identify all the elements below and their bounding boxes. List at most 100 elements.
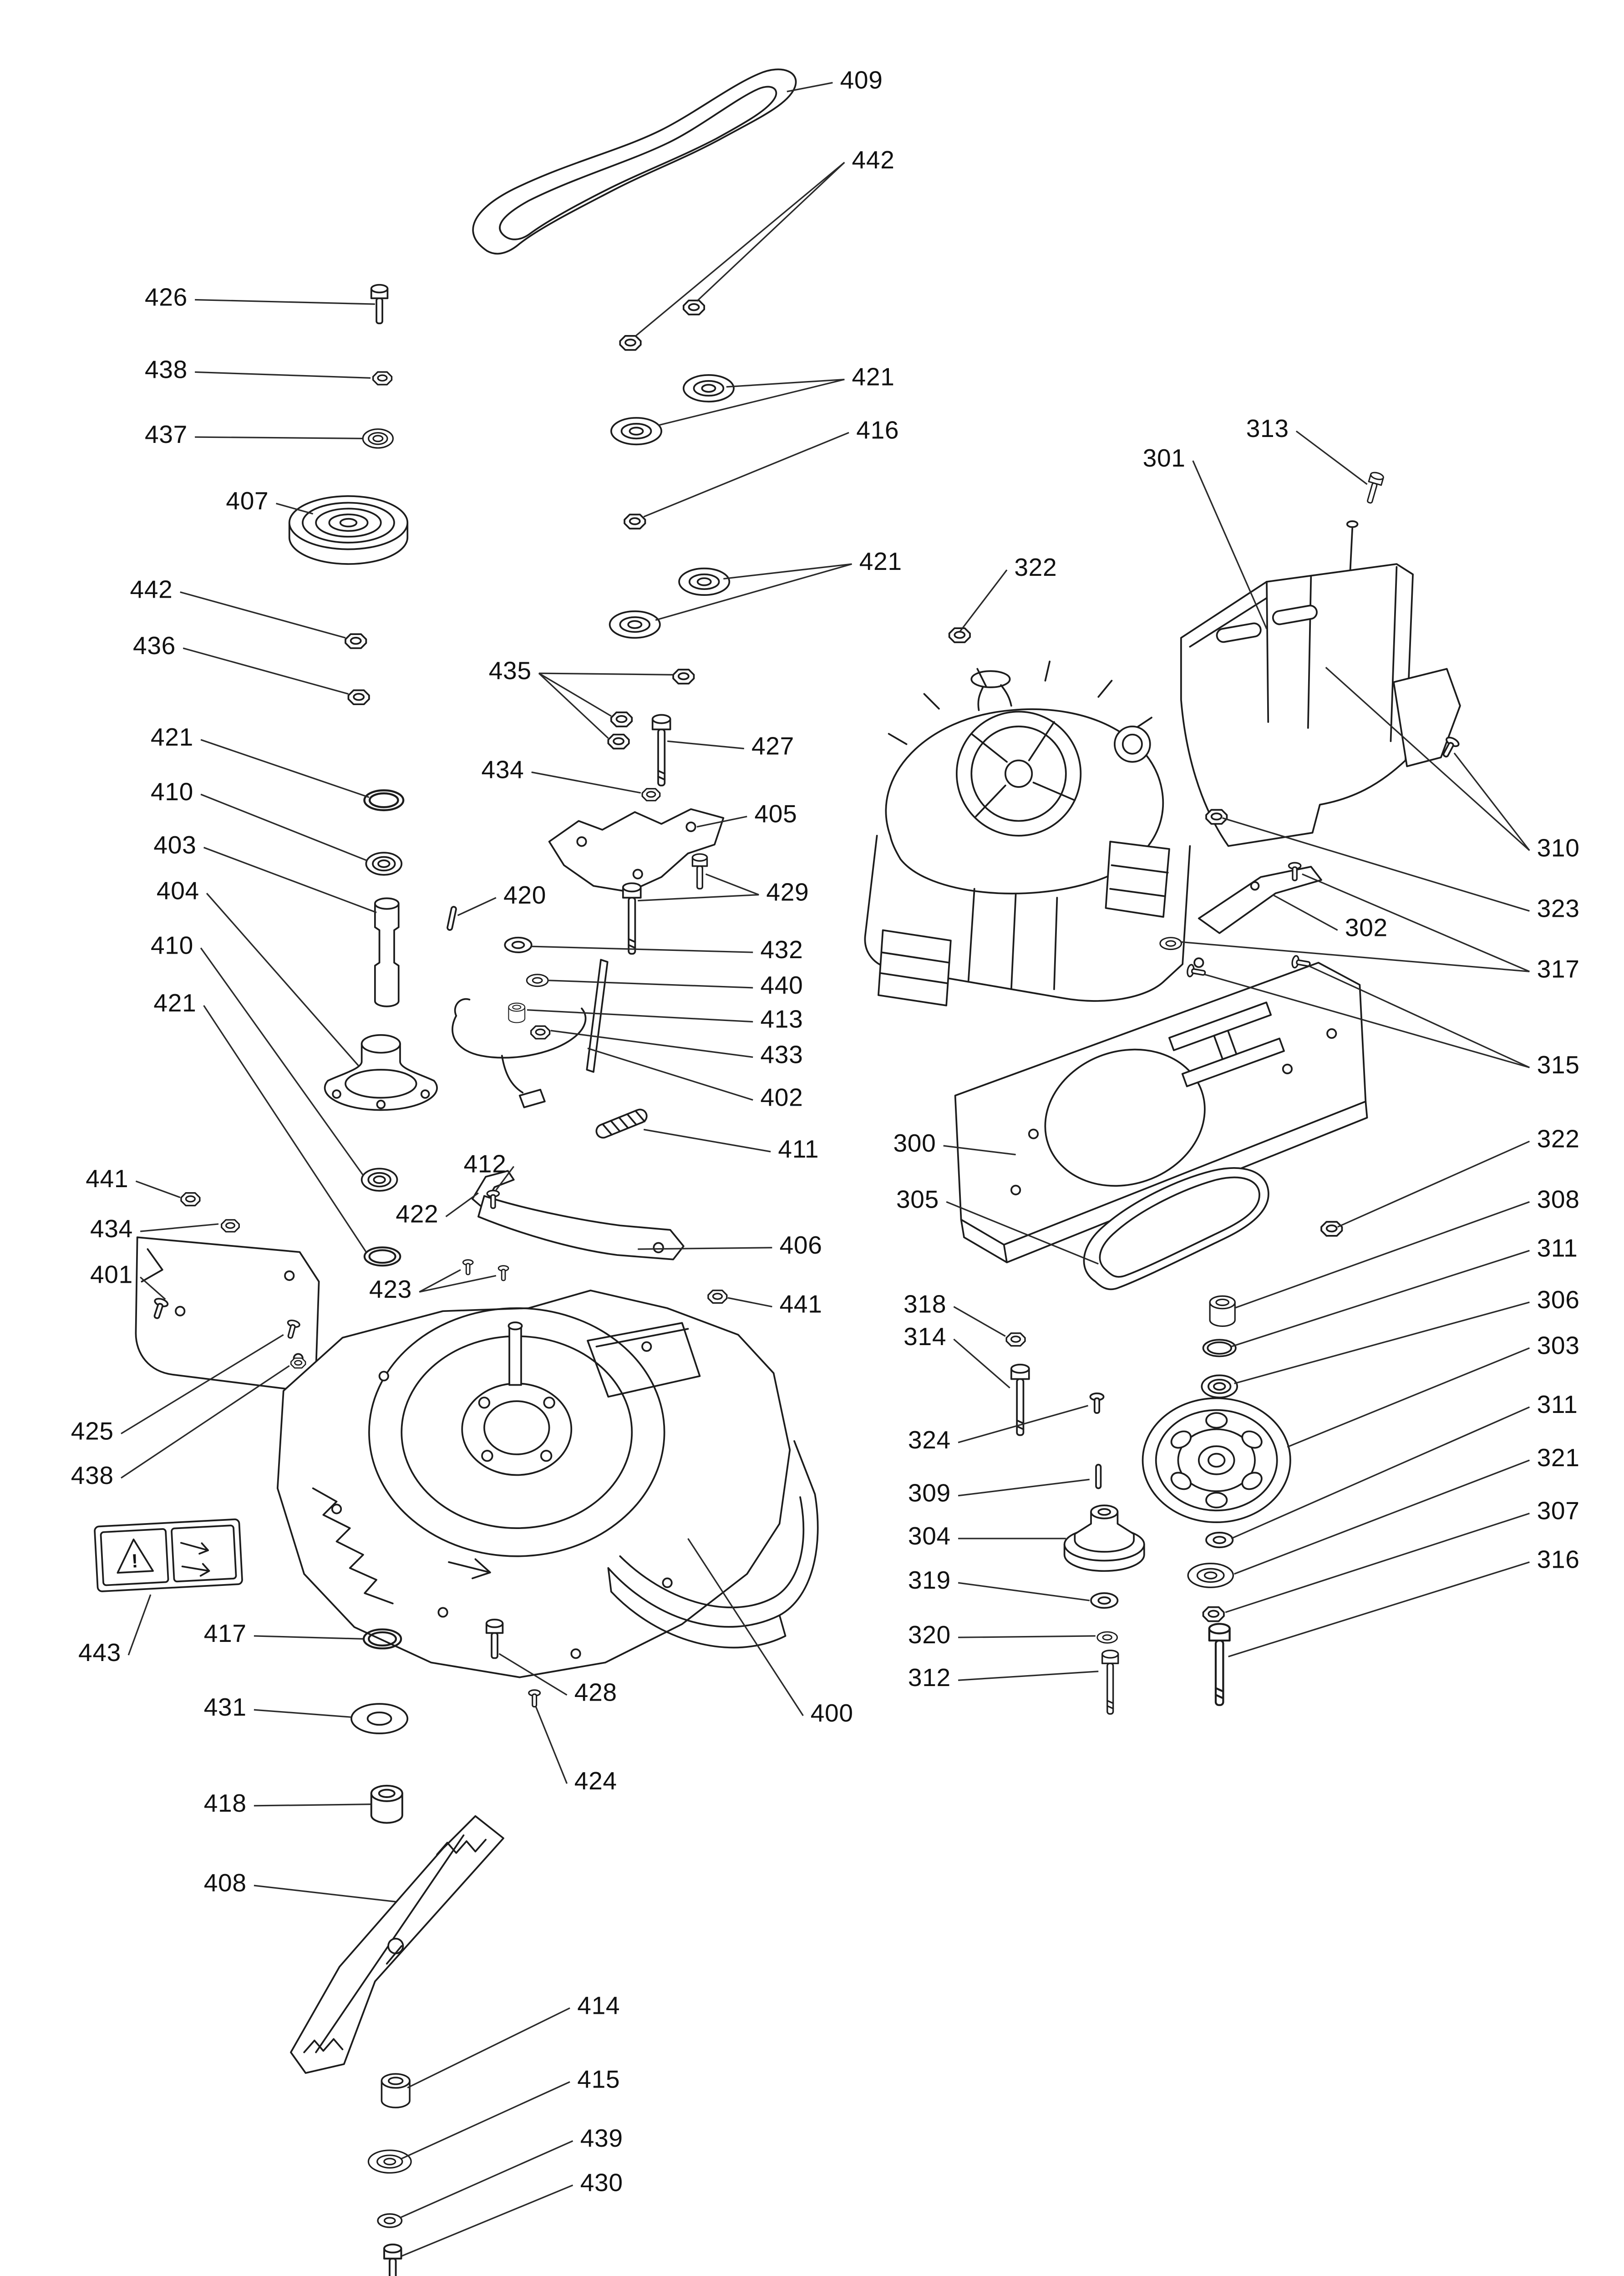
part-label-313: 313 — [1246, 415, 1289, 443]
part-label-435: 435 — [488, 657, 532, 686]
leader-line-316 — [1228, 1561, 1530, 1657]
leader-line-423 — [419, 1269, 461, 1293]
leader-line-324 — [958, 1405, 1088, 1443]
part-label-416: 416 — [856, 416, 899, 445]
part-label-409: 409 — [840, 66, 883, 95]
leader-line-439 — [400, 2140, 573, 2219]
leader-line-435 — [538, 672, 609, 739]
wire-guide-402 — [452, 998, 587, 1108]
part-label-304: 304 — [908, 1522, 951, 1550]
leader-line-421 — [726, 378, 845, 388]
belt-305 — [1083, 1167, 1269, 1290]
leader-line-414 — [407, 2007, 570, 2088]
spindle-housing-404 — [324, 1034, 438, 1111]
blade-408 — [290, 1815, 504, 2074]
part-label-402: 402 — [760, 1083, 803, 1112]
leader-line-433 — [550, 1030, 753, 1058]
leader-line-322 — [959, 569, 1008, 633]
leader-line-420 — [457, 897, 497, 916]
leader-line-307 — [1225, 1513, 1530, 1613]
part-label-429: 429 — [766, 878, 809, 907]
leader-line-407 — [276, 503, 314, 515]
leader-line-322 — [1337, 1140, 1530, 1228]
leader-line-426 — [195, 299, 375, 305]
part-label-426: 426 — [144, 283, 188, 312]
part-label-324: 324 — [908, 1426, 951, 1454]
leader-line-421 — [203, 1005, 367, 1253]
leader-line-432 — [531, 945, 753, 953]
part-label-316: 316 — [1537, 1546, 1580, 1574]
leader-line-413 — [527, 1009, 753, 1023]
leader-line-400 — [687, 1538, 804, 1716]
leader-line-421 — [658, 379, 845, 426]
bracket-302 — [1198, 866, 1322, 934]
part-label-307: 307 — [1537, 1497, 1580, 1525]
part-label-438: 438 — [144, 356, 188, 384]
warning-exclamation: ! — [131, 1550, 138, 1572]
leader-line-410 — [200, 793, 368, 862]
leader-line-418 — [254, 1804, 371, 1807]
pulley-407 — [288, 495, 409, 565]
part-label-311: 311 — [1537, 1391, 1578, 1419]
leader-line-301 — [1192, 460, 1268, 630]
part-label-410: 410 — [150, 778, 193, 807]
part-label-437: 437 — [144, 421, 188, 449]
part-label-422: 422 — [396, 1200, 439, 1229]
leader-line-310 — [1453, 752, 1530, 851]
leader-line-430 — [401, 2185, 573, 2257]
part-label-410: 410 — [150, 931, 193, 960]
part-label-433: 433 — [760, 1041, 803, 1069]
part-label-414: 414 — [577, 1992, 620, 2020]
leader-line-309 — [958, 1478, 1090, 1497]
part-label-421: 421 — [852, 363, 895, 391]
part-label-441: 441 — [86, 1165, 129, 1193]
part-label-423: 423 — [369, 1275, 412, 1304]
leader-line-321 — [1234, 1459, 1530, 1575]
leader-line-421 — [723, 563, 852, 580]
leader-line-416 — [643, 432, 849, 518]
part-label-303: 303 — [1537, 1331, 1580, 1360]
leader-line-302 — [1272, 894, 1338, 931]
leader-line-305 — [946, 1201, 1099, 1265]
part-label-440: 440 — [760, 971, 803, 1000]
leader-line-308 — [1234, 1201, 1530, 1309]
leader-line-431 — [254, 1709, 352, 1718]
leader-line-435 — [538, 672, 612, 717]
leader-line-300 — [943, 1145, 1016, 1156]
washer-431 — [350, 1703, 409, 1734]
part-label-309: 309 — [908, 1479, 951, 1508]
part-label-315: 315 — [1537, 1051, 1580, 1080]
part-label-434: 434 — [90, 1215, 133, 1244]
leader-line-401 — [140, 1276, 166, 1300]
leader-line-429 — [638, 894, 759, 902]
leader-line-435 — [538, 672, 674, 676]
part-label-430: 430 — [580, 2169, 623, 2197]
part-label-323: 323 — [1537, 894, 1580, 923]
part-label-406: 406 — [779, 1231, 822, 1260]
leader-line-424 — [535, 1706, 568, 1784]
leader-line-310 — [1325, 666, 1530, 851]
leader-line-421 — [200, 739, 370, 798]
part-label-425: 425 — [71, 1417, 114, 1446]
part-label-306: 306 — [1537, 1286, 1580, 1314]
part-label-302: 302 — [1345, 914, 1388, 942]
part-label-420: 420 — [503, 881, 547, 910]
part-label-418: 418 — [203, 1789, 247, 1818]
leader-line-408 — [254, 1885, 396, 1903]
leader-line-438 — [195, 371, 371, 379]
part-label-311: 311 — [1537, 1234, 1578, 1263]
part-label-322: 322 — [1014, 554, 1057, 582]
part-label-312: 312 — [908, 1664, 951, 1692]
blower-housing-301 — [1180, 520, 1461, 847]
part-label-417: 417 — [203, 1620, 247, 1648]
engine — [864, 660, 1191, 1006]
part-label-321: 321 — [1537, 1444, 1580, 1472]
part-label-432: 432 — [760, 936, 803, 965]
part-label-305: 305 — [896, 1185, 939, 1214]
part-label-424: 424 — [574, 1767, 617, 1796]
leader-line-438 — [121, 1365, 290, 1479]
part-label-421: 421 — [153, 989, 197, 1017]
part-label-322: 322 — [1537, 1125, 1580, 1153]
